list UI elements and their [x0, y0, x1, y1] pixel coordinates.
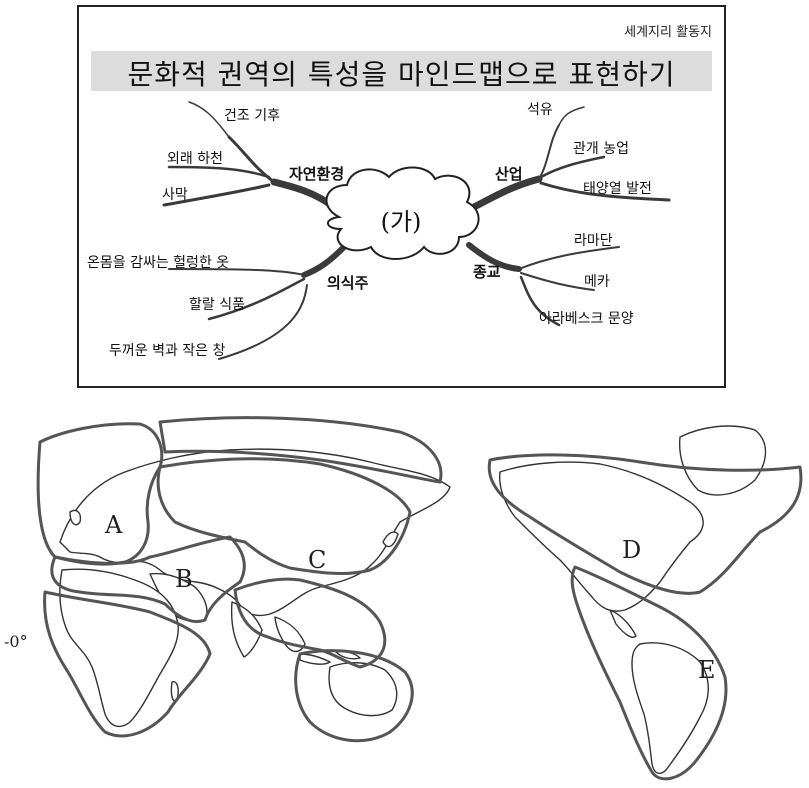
item-halal-food: 할랄 식품 — [189, 297, 245, 313]
region-label-a: A — [104, 511, 123, 539]
item-ramadan: 라마단 — [574, 233, 613, 249]
item-mecca: 메카 — [584, 274, 610, 290]
region-boundary-c — [156, 457, 412, 575]
item-irrigation-farming: 관개 농업 — [573, 141, 629, 157]
region-label-e: E — [698, 656, 716, 684]
region-label-d: D — [622, 536, 641, 564]
region-label-c: C — [308, 546, 326, 574]
region-boundary-south-asia — [233, 577, 387, 669]
region-boundary-oceania — [294, 649, 414, 743]
center-label: (가) — [381, 208, 422, 236]
item-thick-walls: 두꺼운 벽과 작은 창 — [109, 343, 226, 359]
world-map: A B C D E -0° — [4, 416, 803, 781]
mind-map: (가) 자연환경 산업 의식주 종교 건조 기후 외래 하천 사막 석유 관개 … — [87, 101, 671, 360]
subject-label: 세계지리 활동지 — [624, 25, 712, 40]
region-boundary-d — [487, 453, 803, 595]
region-boundary-b — [50, 535, 246, 623]
equator-label: -0° — [4, 632, 28, 651]
region-label-b: B — [175, 565, 193, 593]
branch-food-clothing-housing: 의식주 — [327, 274, 369, 292]
item-solar-power: 태양열 발전 — [583, 181, 652, 197]
branch-religion: 종교 — [473, 263, 501, 281]
branch-nature: 자연환경 — [289, 165, 344, 183]
title-band: 문화적 권역의 특성을 마인드맵으로 표현하기 — [91, 51, 712, 91]
region-boundary-a — [36, 422, 164, 566]
region-boundary-russia — [158, 416, 443, 484]
center-cloud — [325, 166, 480, 260]
activity-worksheet: 세계지리 활동지 문화적 권역의 특성을 마인드맵으로 표현하기 — [77, 5, 726, 388]
item-exotic-river: 외래 하천 — [167, 151, 223, 167]
item-loose-clothing: 온몸을 감싸는 헐렁한 옷 — [87, 255, 229, 271]
region-boundary-e — [570, 565, 728, 781]
branch-industry: 산업 — [495, 165, 523, 183]
region-boundaries — [36, 416, 803, 781]
item-dry-climate: 건조 기후 — [224, 108, 280, 124]
item-desert: 사막 — [162, 187, 188, 203]
item-arabesque: 아라베스크 문양 — [539, 311, 634, 327]
region-boundary-africa — [43, 590, 212, 738]
worksheet-title: 문화적 권역의 특성을 마인드맵으로 표현하기 — [127, 58, 676, 91]
item-oil: 석유 — [527, 102, 553, 118]
